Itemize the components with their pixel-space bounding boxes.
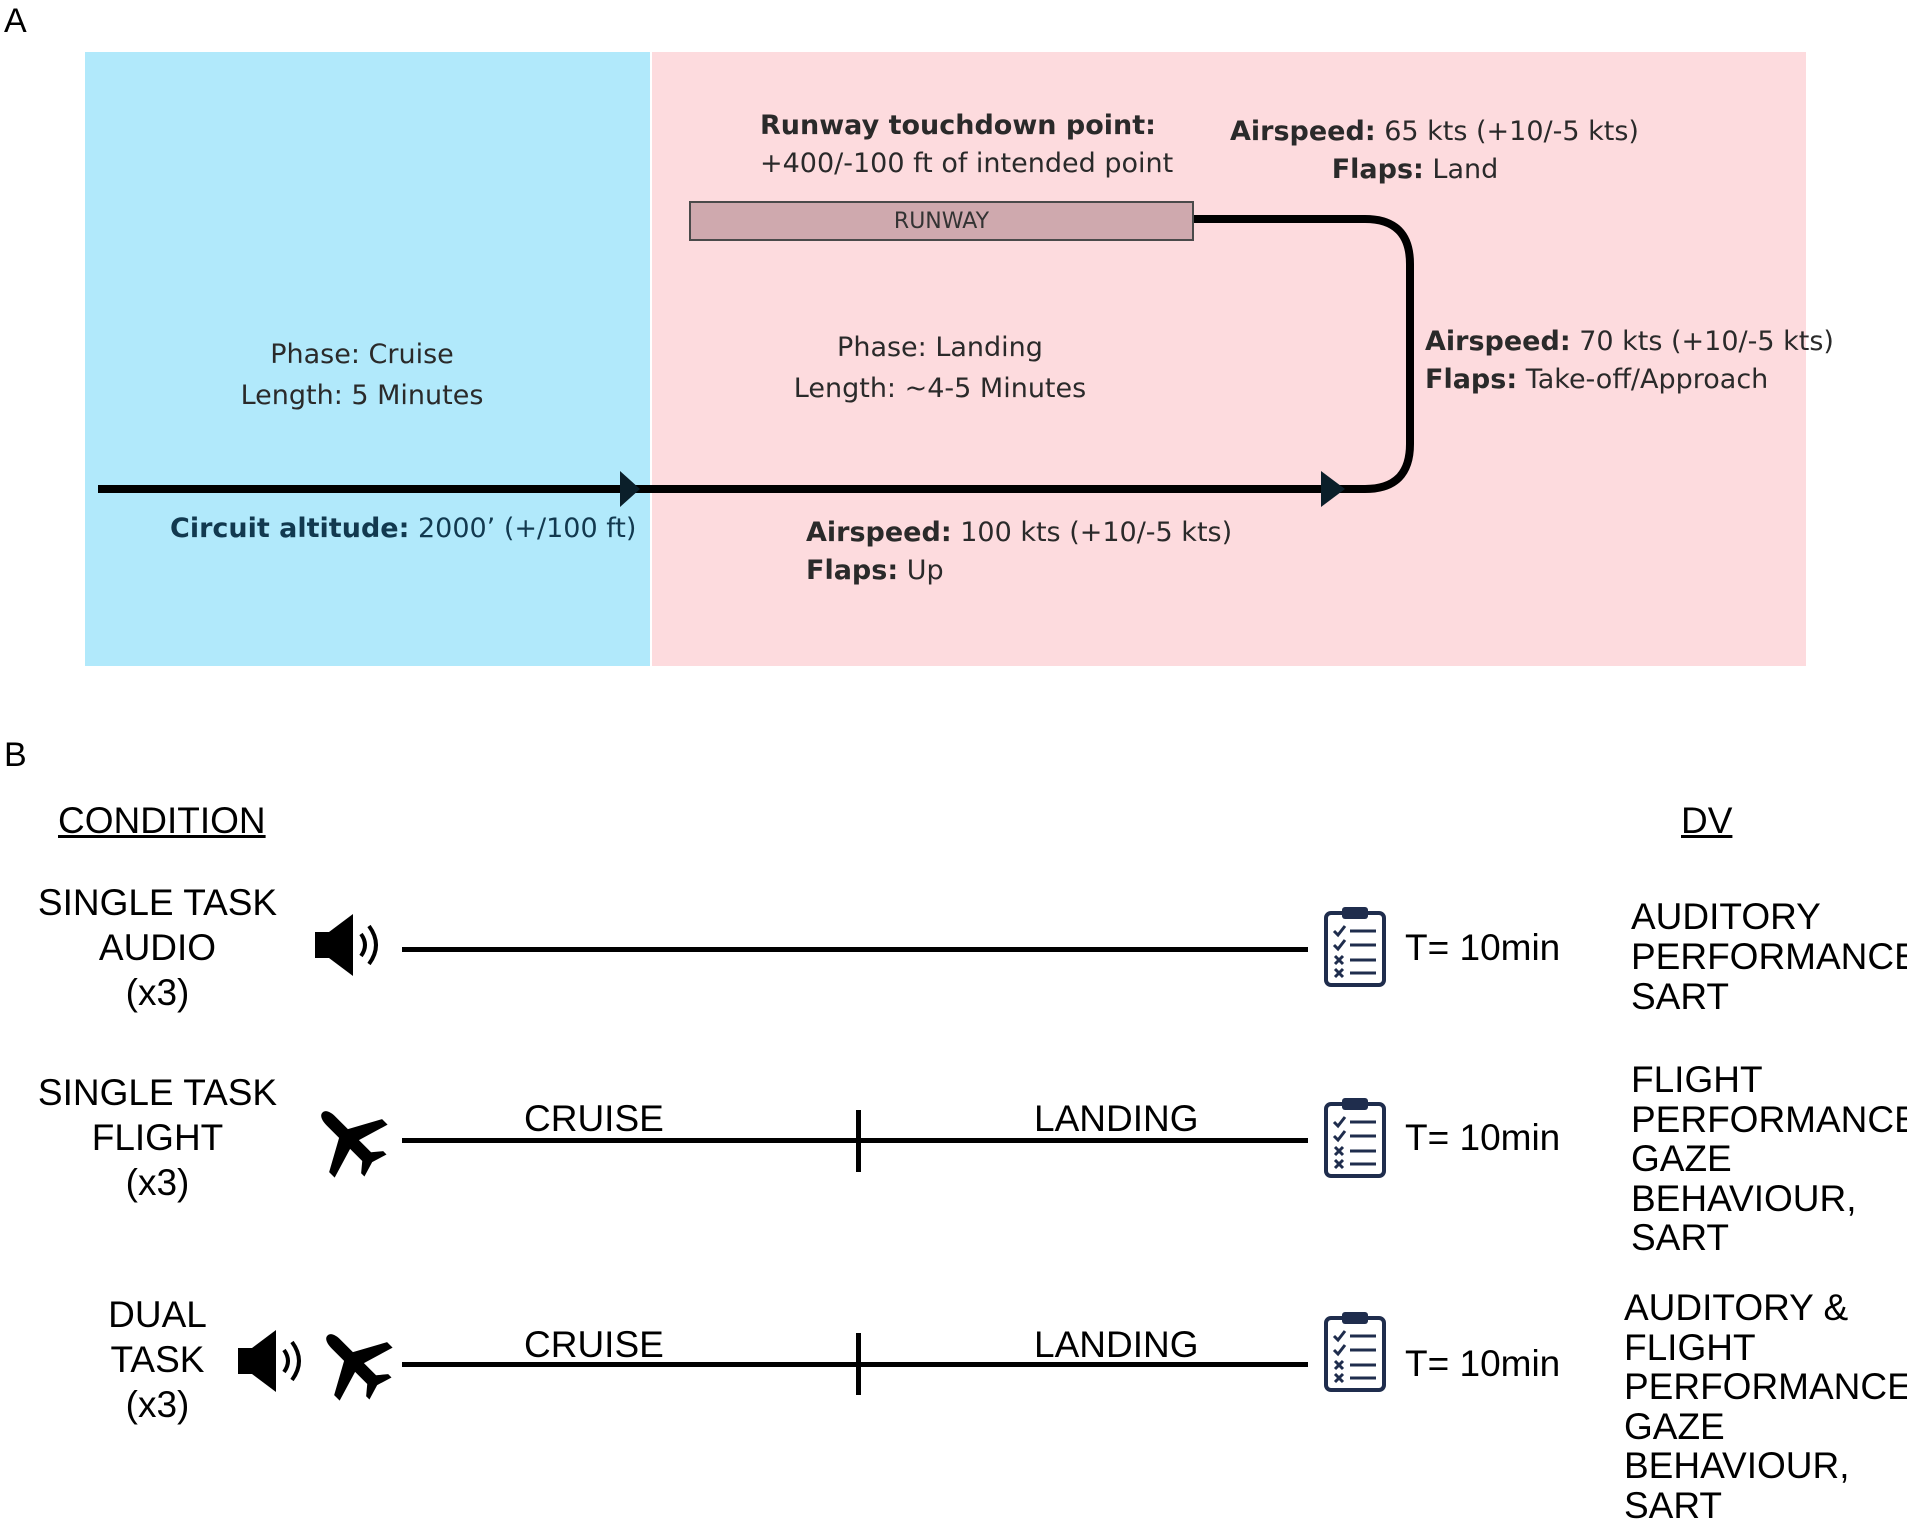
runway-label: RUNWAY xyxy=(893,208,990,234)
timeline-single-flight xyxy=(402,1138,1308,1143)
phase-divider-tick xyxy=(856,1333,861,1395)
clipboard-checklist-icon xyxy=(1324,1312,1386,1392)
dv-line: BEHAVIOUR, xyxy=(1631,1177,1857,1219)
clipboard-checklist-icon xyxy=(1324,907,1386,987)
circuit-altitude: Circuit altitude: 2000’ (+/100 ft) xyxy=(170,510,636,548)
dv-line: PERFORMANCE, xyxy=(1631,1098,1907,1140)
segment-label-landing: LANDING xyxy=(1034,1324,1199,1365)
base-flaps-value: Take-off/Approach xyxy=(1517,364,1769,395)
dv-line: AUDITORY xyxy=(1631,896,1821,937)
runway-touchdown: Runway touchdown point: +400/-100 ft of … xyxy=(760,107,1174,183)
touchdown-value: +400/-100 ft of intended point xyxy=(760,148,1174,179)
dv-dual-task: AUDITORY & FLIGHT PERFORMANCE, GAZE BEHA… xyxy=(1624,1288,1907,1525)
circuit-altitude-label: Circuit altitude: xyxy=(170,513,410,544)
cruise-phase-length: Length: 5 Minutes xyxy=(240,380,484,411)
dv-line: SART xyxy=(1631,976,1730,1017)
condition-line: SINGLE TASK xyxy=(37,1072,278,1113)
segment-label-cruise: CRUISE xyxy=(524,1324,664,1365)
dv-line: FLIGHT xyxy=(1624,1326,1756,1368)
phase-divider-tick xyxy=(856,1110,861,1172)
landing-phase-region xyxy=(652,52,1806,666)
downwind-params: Airspeed: 100 kts (+10/-5 kts) Flaps: Up xyxy=(806,514,1232,590)
landing-phase-title: Phase: Landing xyxy=(837,332,1043,363)
condition-line: (x3) xyxy=(125,972,190,1013)
landing-phase-text: Phase: Landing Length: ~4-5 Minutes xyxy=(790,329,1090,408)
final-flaps-label: Flaps: xyxy=(1331,154,1424,185)
condition-single-flight: SINGLE TASK FLIGHT (x3) xyxy=(20,1070,295,1205)
condition-dual-task: DUAL TASK (x3) xyxy=(20,1292,295,1427)
dv-line: AUDITORY & xyxy=(1624,1287,1849,1328)
panel-a-label: A xyxy=(4,2,27,40)
downwind-airspeed-label: Airspeed: xyxy=(806,517,952,548)
condition-line: DUAL xyxy=(108,1294,207,1335)
condition-line: (x3) xyxy=(125,1162,190,1203)
final-approach-params: Airspeed: 65 kts (+10/-5 kts) Flaps: Lan… xyxy=(1230,113,1639,189)
runway: RUNWAY xyxy=(689,201,1194,241)
time-label: T= 10min xyxy=(1405,927,1561,968)
time-label: T= 10min xyxy=(1405,1343,1561,1384)
downwind-flaps-label: Flaps: xyxy=(806,555,899,586)
timeline-single-audio xyxy=(402,947,1308,952)
segment-label-landing: LANDING xyxy=(1034,1098,1199,1139)
cruise-phase-title: Phase: Cruise xyxy=(270,339,454,370)
dv-header: DV xyxy=(1681,800,1733,841)
final-flaps-value: Land xyxy=(1423,154,1499,185)
cruise-phase-region xyxy=(85,52,650,666)
base-leg-params: Airspeed: 70 kts (+10/-5 kts) Flaps: Tak… xyxy=(1425,323,1834,399)
condition-line: AUDIO xyxy=(98,927,217,968)
timeline-dual-task xyxy=(402,1362,1308,1367)
segment-label-cruise: CRUISE xyxy=(524,1098,664,1139)
dv-line: PERFORMANCE, xyxy=(1631,936,1907,977)
path-arrowhead-landing xyxy=(1321,471,1345,507)
final-airspeed-label: Airspeed: xyxy=(1230,116,1376,147)
flight-path xyxy=(98,215,1414,507)
condition-line: (x3) xyxy=(125,1384,190,1425)
condition-single-audio: SINGLE TASK AUDIO (x3) xyxy=(20,880,295,1015)
condition-line: TASK xyxy=(110,1339,205,1380)
speaker-icon xyxy=(238,1330,301,1392)
airplane-icon xyxy=(326,1334,393,1401)
dv-line: GAZE xyxy=(1624,1405,1725,1447)
dv-line: GAZE xyxy=(1631,1138,1732,1179)
time-label: T= 10min xyxy=(1405,1117,1561,1158)
base-airspeed-value: 70 kts (+10/-5 kts) xyxy=(1570,326,1834,357)
touchdown-title: Runway touchdown point: xyxy=(760,110,1156,141)
dv-line: FLIGHT xyxy=(1631,1059,1763,1100)
condition-line: SINGLE TASK xyxy=(37,882,278,923)
dv-line: PERFORMANCE, xyxy=(1624,1366,1907,1407)
dv-line: SART xyxy=(1631,1217,1730,1258)
cruise-phase-text: Phase: Cruise Length: 5 Minutes xyxy=(212,336,512,415)
condition-line: FLIGHT xyxy=(91,1117,224,1158)
dv-line: BEHAVIOUR, xyxy=(1624,1445,1850,1486)
dv-single-audio: AUDITORY PERFORMANCE, SART xyxy=(1631,897,1907,1017)
condition-header: CONDITION xyxy=(58,800,266,841)
flight-path-line xyxy=(98,215,1414,493)
landing-phase-length: Length: ~4-5 Minutes xyxy=(793,373,1087,404)
downwind-airspeed-value: 100 kts (+10/-5 kts) xyxy=(951,517,1233,548)
panel-b-label: B xyxy=(4,736,27,774)
airplane-icon xyxy=(321,1111,388,1178)
downwind-flaps-value: Up xyxy=(898,555,944,586)
final-airspeed-value: 65 kts (+10/-5 kts) xyxy=(1375,116,1639,147)
path-arrowhead-cruise xyxy=(620,471,640,507)
clipboard-checklist-icon xyxy=(1324,1098,1386,1178)
circuit-altitude-value: 2000’ (+/100 ft) xyxy=(409,513,637,544)
dv-line: SART xyxy=(1624,1484,1723,1526)
speaker-icon xyxy=(315,914,378,976)
base-flaps-label: Flaps: xyxy=(1425,364,1518,395)
dv-single-flight: FLIGHT PERFORMANCE, GAZE BEHAVIOUR, SART xyxy=(1631,1060,1907,1258)
base-airspeed-label: Airspeed: xyxy=(1425,326,1571,357)
